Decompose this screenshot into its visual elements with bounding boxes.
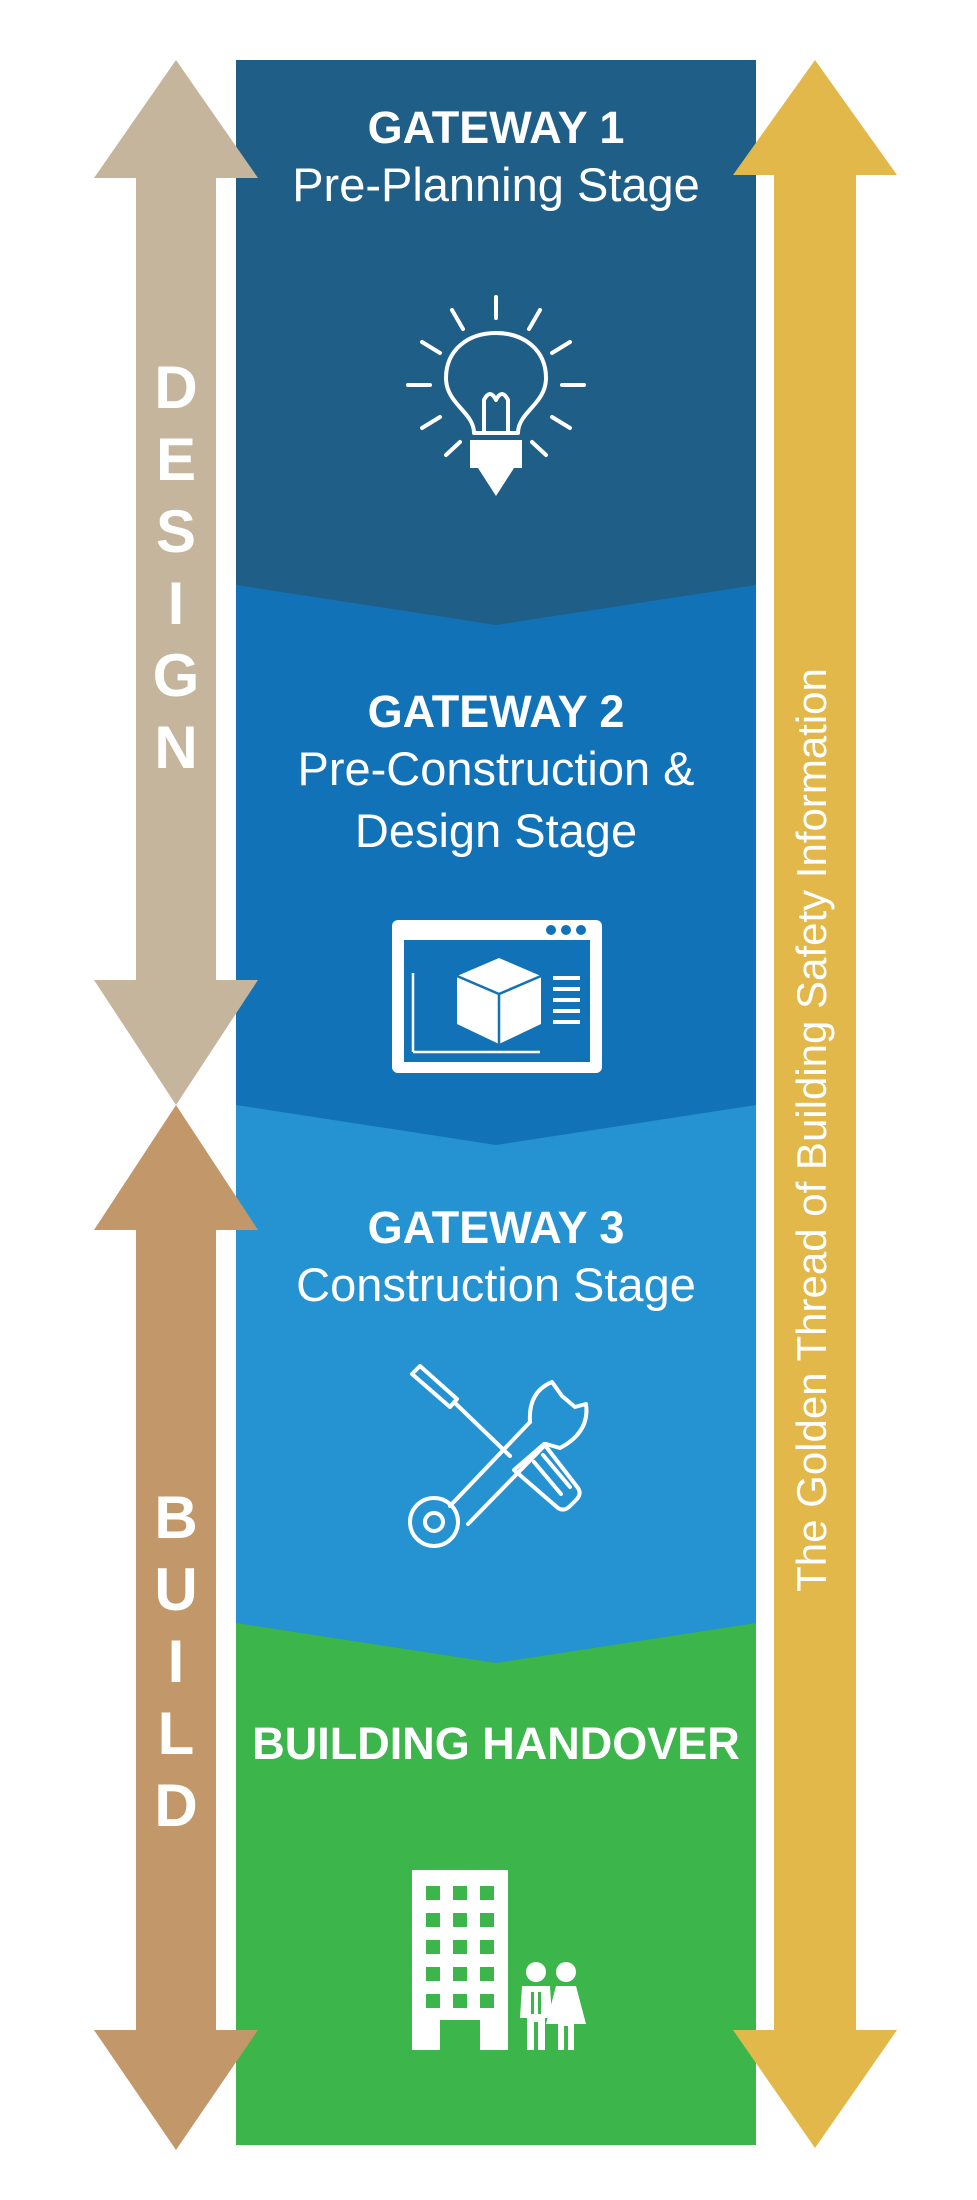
tools-icon: [408, 1364, 589, 1548]
design-double-arrow: [94, 60, 258, 1105]
design-letter: S: [155, 498, 197, 565]
gateway-2-text: GATEWAY 2 Pre-Construction & Design Stag…: [236, 686, 756, 862]
gateway-2-subtitle-line-2: Design Stage: [354, 804, 638, 857]
build-letter: B: [154, 1484, 198, 1551]
gateway-3-text: GATEWAY 3 Construction Stage: [236, 1202, 756, 1316]
design-letter: G: [152, 642, 200, 709]
building-people-icon: [412, 1870, 586, 2050]
lightbulb-icon: [406, 295, 586, 496]
gateway-1-title: GATEWAY 1: [367, 102, 625, 153]
gateway-3-title: GATEWAY 3: [367, 1202, 625, 1253]
gateway-3-subtitle: Construction Stage: [296, 1258, 696, 1311]
design-letter: E: [155, 426, 197, 493]
design-letter: I: [167, 570, 185, 637]
gateway-3-band: [236, 1100, 756, 1663]
gateway-1-band: [236, 60, 756, 625]
handover-title: BUILDING HANDOVER: [252, 1718, 740, 1769]
build-label: B U I L D: [136, 1482, 216, 1842]
golden-thread-label: The Golden Thread of Building Safety Inf…: [788, 668, 835, 1592]
golden-thread-double-arrow: [733, 60, 897, 2148]
gateway-2-band: [236, 580, 756, 1145]
gateway-1-text: GATEWAY 1 Pre-Planning Stage: [236, 102, 756, 216]
design-letter: N: [154, 714, 198, 781]
gateway-2-subtitle-line-1: Pre-Construction &: [297, 742, 695, 795]
build-letter: U: [154, 1556, 198, 1623]
build-letter: D: [154, 1772, 198, 1839]
gateway-2-title: GATEWAY 2: [367, 686, 625, 737]
build-letter: I: [167, 1628, 185, 1695]
gateway-1-subtitle: Pre-Planning Stage: [292, 158, 700, 211]
handover-text: BUILDING HANDOVER: [236, 1718, 756, 1770]
design-letter: D: [154, 354, 198, 421]
3d-model-window-icon: [392, 920, 602, 1073]
build-letter: L: [157, 1700, 195, 1767]
design-label: D E S I G N: [136, 352, 216, 784]
build-double-arrow: [94, 1105, 258, 2150]
